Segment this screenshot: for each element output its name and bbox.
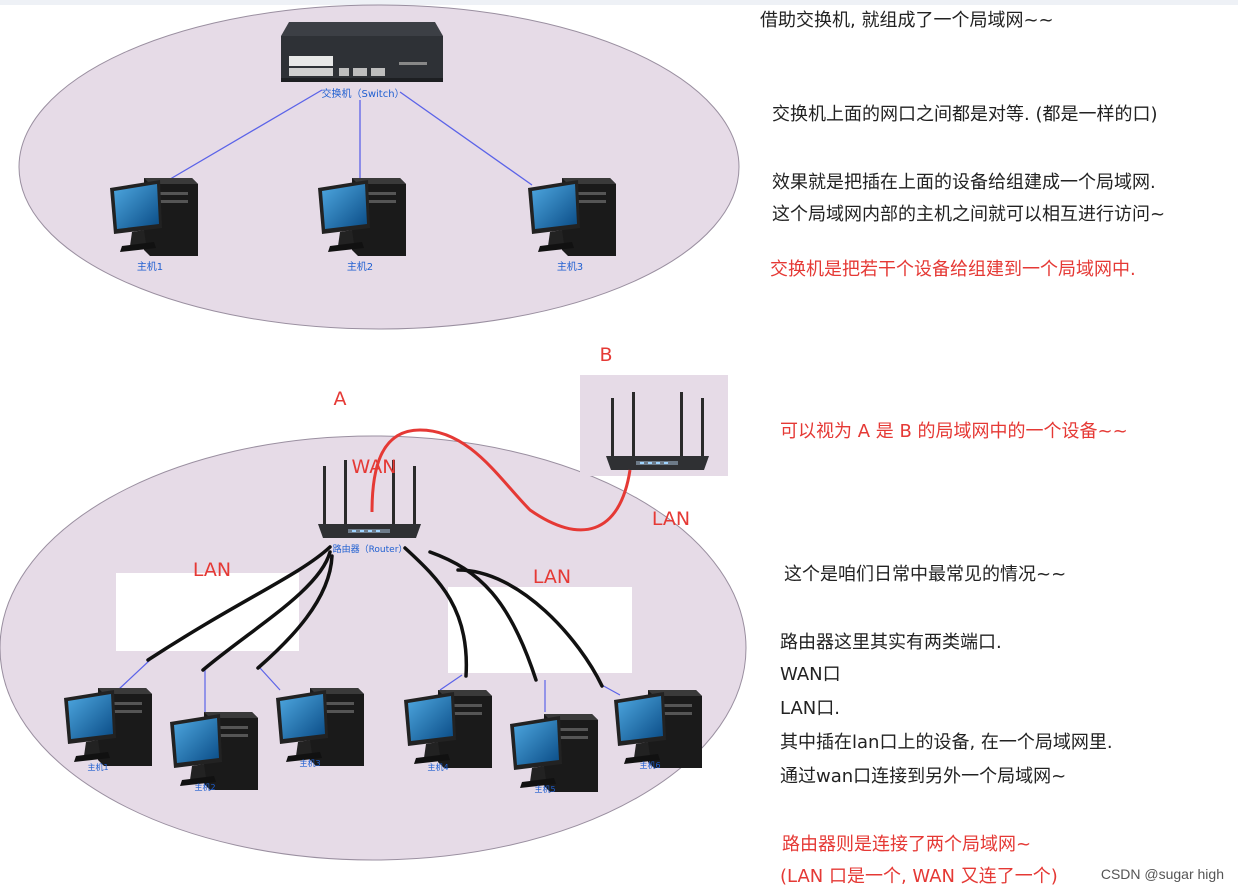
lan-host-6-label: 主机6 bbox=[639, 760, 660, 770]
note-10: LAN口. bbox=[780, 698, 840, 719]
note-2: 交换机上面的网口之间都是对等. (都是一样的口) bbox=[772, 104, 1158, 125]
label-a: A bbox=[334, 388, 347, 410]
mask-right bbox=[448, 587, 632, 673]
note-7: 这个是咱们日常中最常见的情况~~ bbox=[784, 564, 1067, 585]
host-3-label: 主机3 bbox=[557, 260, 583, 273]
label-lan-left: LAN bbox=[193, 559, 231, 581]
note-8: 路由器这里其实有两类端口. bbox=[780, 632, 1002, 653]
note-9: WAN口 bbox=[780, 664, 841, 685]
switch-links bbox=[159, 89, 533, 186]
label-lan-mid: LAN bbox=[533, 566, 571, 588]
note-11: 其中插在lan口上的设备, 在一个局域网里. bbox=[780, 732, 1113, 753]
lan-host-4-label: 主机4 bbox=[427, 762, 448, 772]
lan-host-5-label: 主机5 bbox=[534, 784, 555, 794]
lan-cables bbox=[146, 545, 604, 688]
note-12: 通过wan口连接到另外一个局域网~ bbox=[780, 766, 1067, 787]
host-1-label: 主机1 bbox=[137, 260, 163, 273]
note-14: (LAN 口是一个, WAN 又连了一个) bbox=[780, 866, 1058, 887]
top-strip bbox=[0, 0, 1238, 5]
wan-cable bbox=[370, 428, 632, 532]
lan-host-2-label: 主机2 bbox=[194, 782, 215, 792]
router-a-label: 路由器（Router） bbox=[333, 543, 408, 555]
host-2-label: 主机2 bbox=[347, 260, 373, 273]
lan-host-1-label: 主机1 bbox=[87, 762, 108, 772]
label-b: B bbox=[599, 344, 612, 366]
note-3: 效果就是把插在上面的设备给组建成一个局域网. bbox=[772, 172, 1156, 193]
note-5: 交换机是把若干个设备给组建到一个局域网中. bbox=[770, 259, 1136, 280]
switch-icon bbox=[281, 22, 443, 82]
note-1: 借助交换机, 就组成了一个局域网~~ bbox=[760, 10, 1054, 31]
switch-label: 交换机（Switch） bbox=[321, 87, 404, 100]
lan-host-3-label: 主机3 bbox=[299, 758, 320, 768]
label-wan: WAN bbox=[352, 456, 397, 478]
note-6: 可以视为 A 是 B 的局域网中的一个设备~~ bbox=[780, 421, 1128, 442]
label-lan-right: LAN bbox=[652, 508, 690, 530]
note-4: 这个局域网内部的主机之间就可以相互进行访问~ bbox=[772, 204, 1166, 225]
note-13: 路由器则是连接了两个局域网~ bbox=[782, 834, 1032, 855]
watermark: CSDN @sugar high bbox=[1100, 866, 1224, 882]
